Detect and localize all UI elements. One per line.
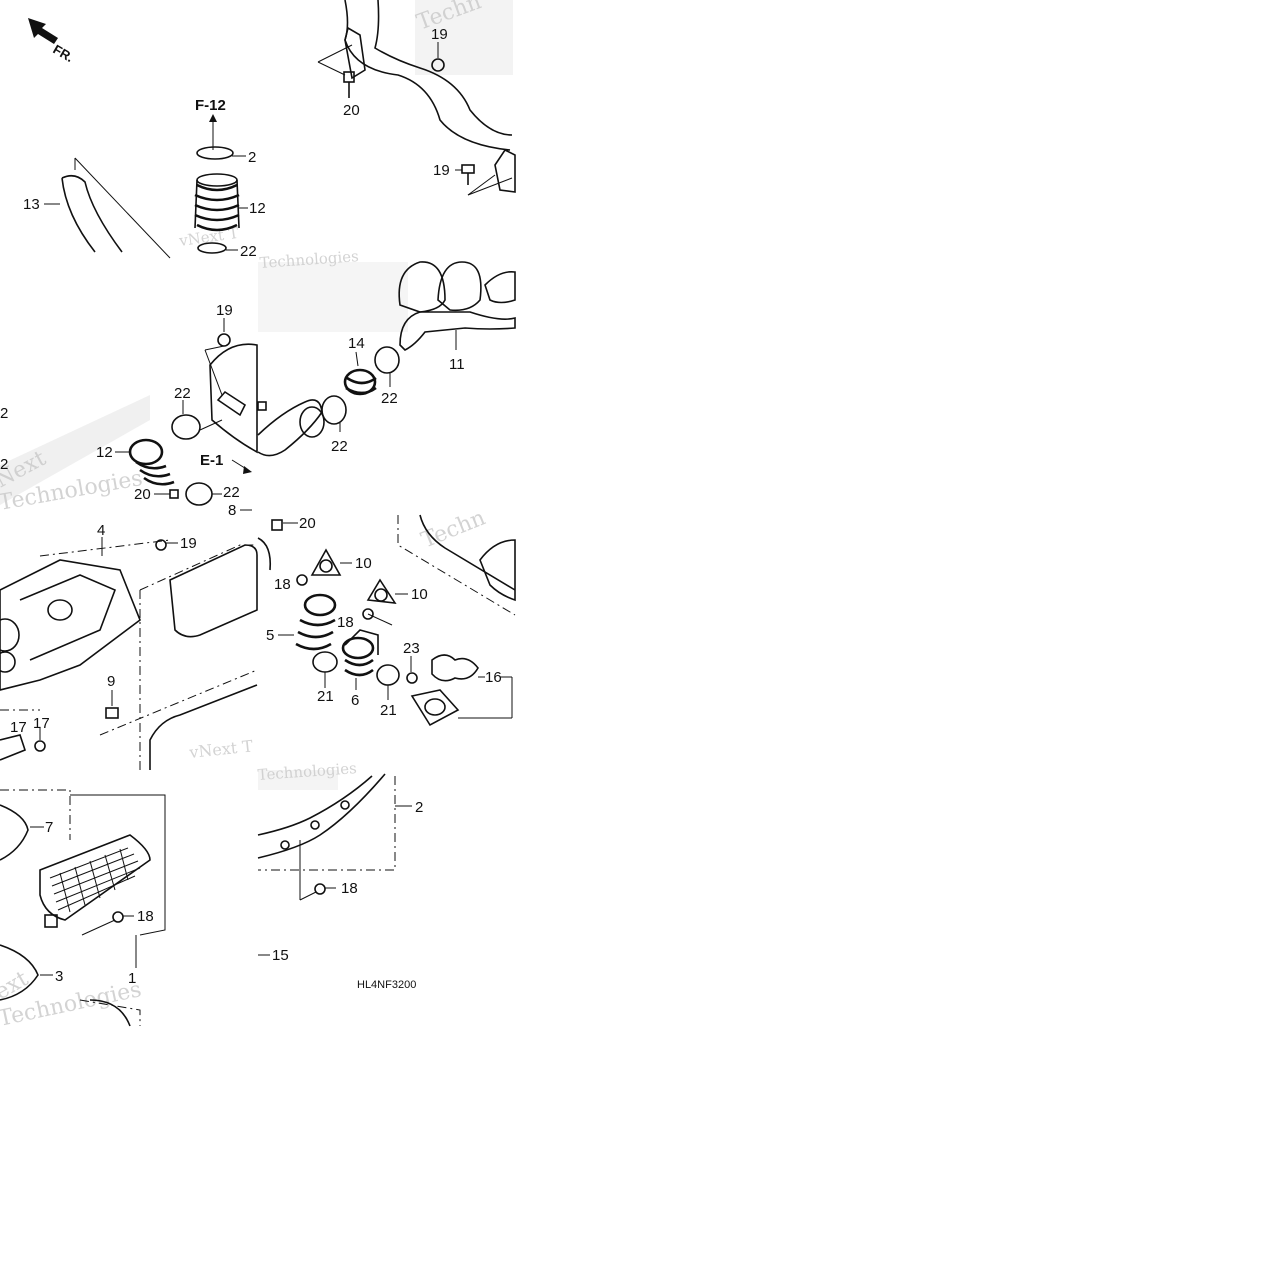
callout-7: 7 (45, 819, 53, 836)
filter-mesh-icon (49, 847, 141, 913)
callout-22b: 22 (240, 243, 257, 260)
callout-labels: 1 2 3 4 5 6 7 8 9 10 10 11 12 12 13 14 1… (0, 26, 502, 987)
callout-8: 8 (228, 502, 236, 519)
callout-22h: 2 (0, 456, 8, 473)
ref-e1: E-1 (200, 452, 223, 469)
callout-19a: 19 (431, 26, 448, 43)
callout-19b: 19 (433, 162, 450, 179)
callout-18b: 18 (274, 576, 291, 593)
callout-10a: 10 (355, 555, 372, 572)
front-direction-arrow-icon: FR. (28, 18, 76, 65)
callout-19d: 19 (180, 535, 197, 552)
callout-22g: 2 (0, 405, 8, 422)
watermark-techn-2: Techn (418, 505, 489, 553)
tile-air-cleaner-cover (257, 773, 412, 956)
tile-air-cleaner-housing (0, 537, 258, 770)
callout-23: 23 (403, 640, 420, 657)
callout-20a: 20 (343, 102, 360, 119)
watermark-stipple (0, 0, 513, 790)
callout-16: 16 (485, 669, 502, 686)
tile-air-filter (0, 789, 166, 1027)
watermark-vnext-2: vNext T (187, 736, 254, 762)
callout-1: 1 (128, 970, 136, 987)
callout-6: 6 (351, 692, 359, 709)
callout-5: 5 (266, 627, 274, 644)
diagram-code: HL4NF3200 (357, 979, 416, 991)
tile-intake-boots (257, 514, 516, 727)
callout-21b: 21 (380, 702, 397, 719)
tile-throttle-body-connector (257, 261, 516, 457)
callout-12a: 12 (249, 200, 266, 217)
callout-10b: 10 (411, 586, 428, 603)
callout-14: 14 (348, 335, 365, 352)
watermark-text: Techn vNext T Technologies Next Technolo… (0, 0, 489, 1032)
callout-13: 13 (23, 196, 40, 213)
callout-4: 4 (97, 522, 105, 539)
callout-20c: 20 (299, 515, 316, 532)
callout-15: 15 (272, 947, 289, 964)
callout-20b: 20 (134, 486, 151, 503)
callout-18a: 18 (137, 908, 154, 925)
callout-21a: 21 (317, 688, 334, 705)
callout-18c: 18 (337, 614, 354, 631)
callout-22a: 2 (248, 149, 256, 166)
callout-3: 3 (55, 968, 63, 985)
callout-22e: 22 (331, 438, 348, 455)
tile-air-cleaner-connector: E-1 (115, 318, 258, 511)
front-direction-label: FR. (51, 42, 77, 65)
callout-9: 9 (107, 673, 115, 690)
callout-17a: 17 (10, 719, 27, 736)
callout-12b: 12 (96, 444, 113, 461)
tile-air-duct-top (317, 0, 516, 196)
callout-22c: 22 (174, 385, 191, 402)
watermark-technologies-3: Technologies (257, 759, 357, 784)
callout-22d: 22 (223, 484, 240, 501)
tile-intake-duct-upper-left: F-12 (44, 97, 248, 259)
ref-f12: F-12 (195, 97, 226, 114)
callout-22f: 22 (381, 390, 398, 407)
callout-2: 2 (415, 799, 423, 816)
callout-11: 11 (449, 356, 465, 373)
callout-18d: 18 (341, 880, 358, 897)
callout-17b: 17 (33, 715, 50, 732)
callout-19c: 19 (216, 302, 233, 319)
